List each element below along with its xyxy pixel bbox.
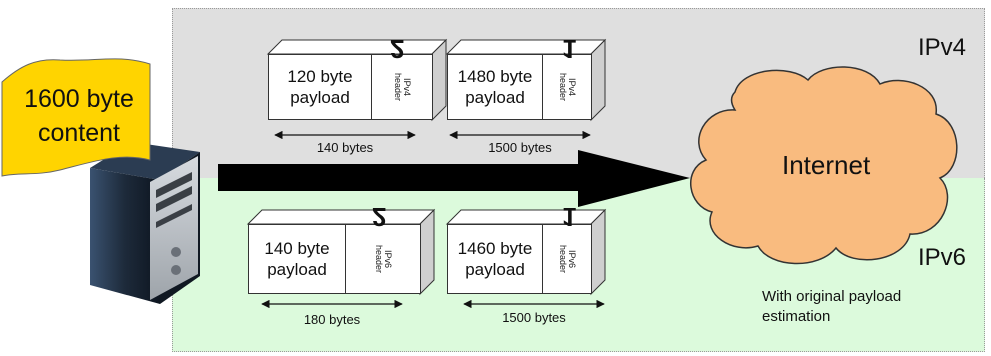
- header-protocol: IPv4: [402, 77, 412, 96]
- size-label-ipv6-2: 180 bytes: [303, 312, 361, 327]
- estimation-note: With original payload estimation: [762, 288, 902, 325]
- packet-number: 1: [562, 34, 577, 64]
- computer-tower-icon: [90, 142, 200, 304]
- packet-number: 2: [390, 34, 405, 64]
- header-word: header: [558, 72, 568, 102]
- content-label: content: [37, 119, 120, 147]
- payload-word: payload: [465, 88, 525, 107]
- content-banner: [1, 58, 151, 177]
- size-label-ipv6-1: 1500 bytes: [502, 310, 566, 325]
- header-word: header: [558, 244, 568, 274]
- payload-word: payload: [290, 88, 350, 107]
- internet-label: Internet: [782, 150, 871, 180]
- header-word: header: [374, 244, 384, 274]
- packet-number: 2: [372, 202, 387, 232]
- payload-size: 1480 byte: [457, 67, 533, 86]
- payload-box: 120 byte payload: [268, 54, 372, 120]
- header-protocol: IPv4: [567, 77, 577, 96]
- payload-word: payload: [465, 260, 525, 279]
- payload-word: payload: [267, 260, 327, 279]
- payload-box: 1460 byte payload: [447, 224, 543, 294]
- payload-size: 120 byte: [287, 67, 353, 86]
- payload-size: 1460 byte: [457, 239, 533, 258]
- size-label-ipv4-1: 1500 bytes: [488, 140, 552, 155]
- ipv6-label: IPv6: [918, 244, 967, 271]
- header-word: header: [393, 72, 403, 102]
- payload-box: 140 byte payload: [248, 224, 346, 294]
- content-size-label: 1600 byte: [24, 85, 134, 113]
- internet-cloud-icon: [690, 66, 958, 265]
- packet-number: 1: [562, 202, 577, 232]
- header-protocol: IPv6: [383, 249, 393, 268]
- size-label-ipv4-2: 140 bytes: [316, 140, 374, 155]
- payload-size: 140 byte: [264, 239, 330, 258]
- flow-arrow: [218, 150, 690, 207]
- ipv4-label: IPv4: [918, 34, 967, 61]
- payload-box: 1480 byte payload: [447, 54, 543, 120]
- header-protocol: IPv6: [567, 249, 577, 268]
